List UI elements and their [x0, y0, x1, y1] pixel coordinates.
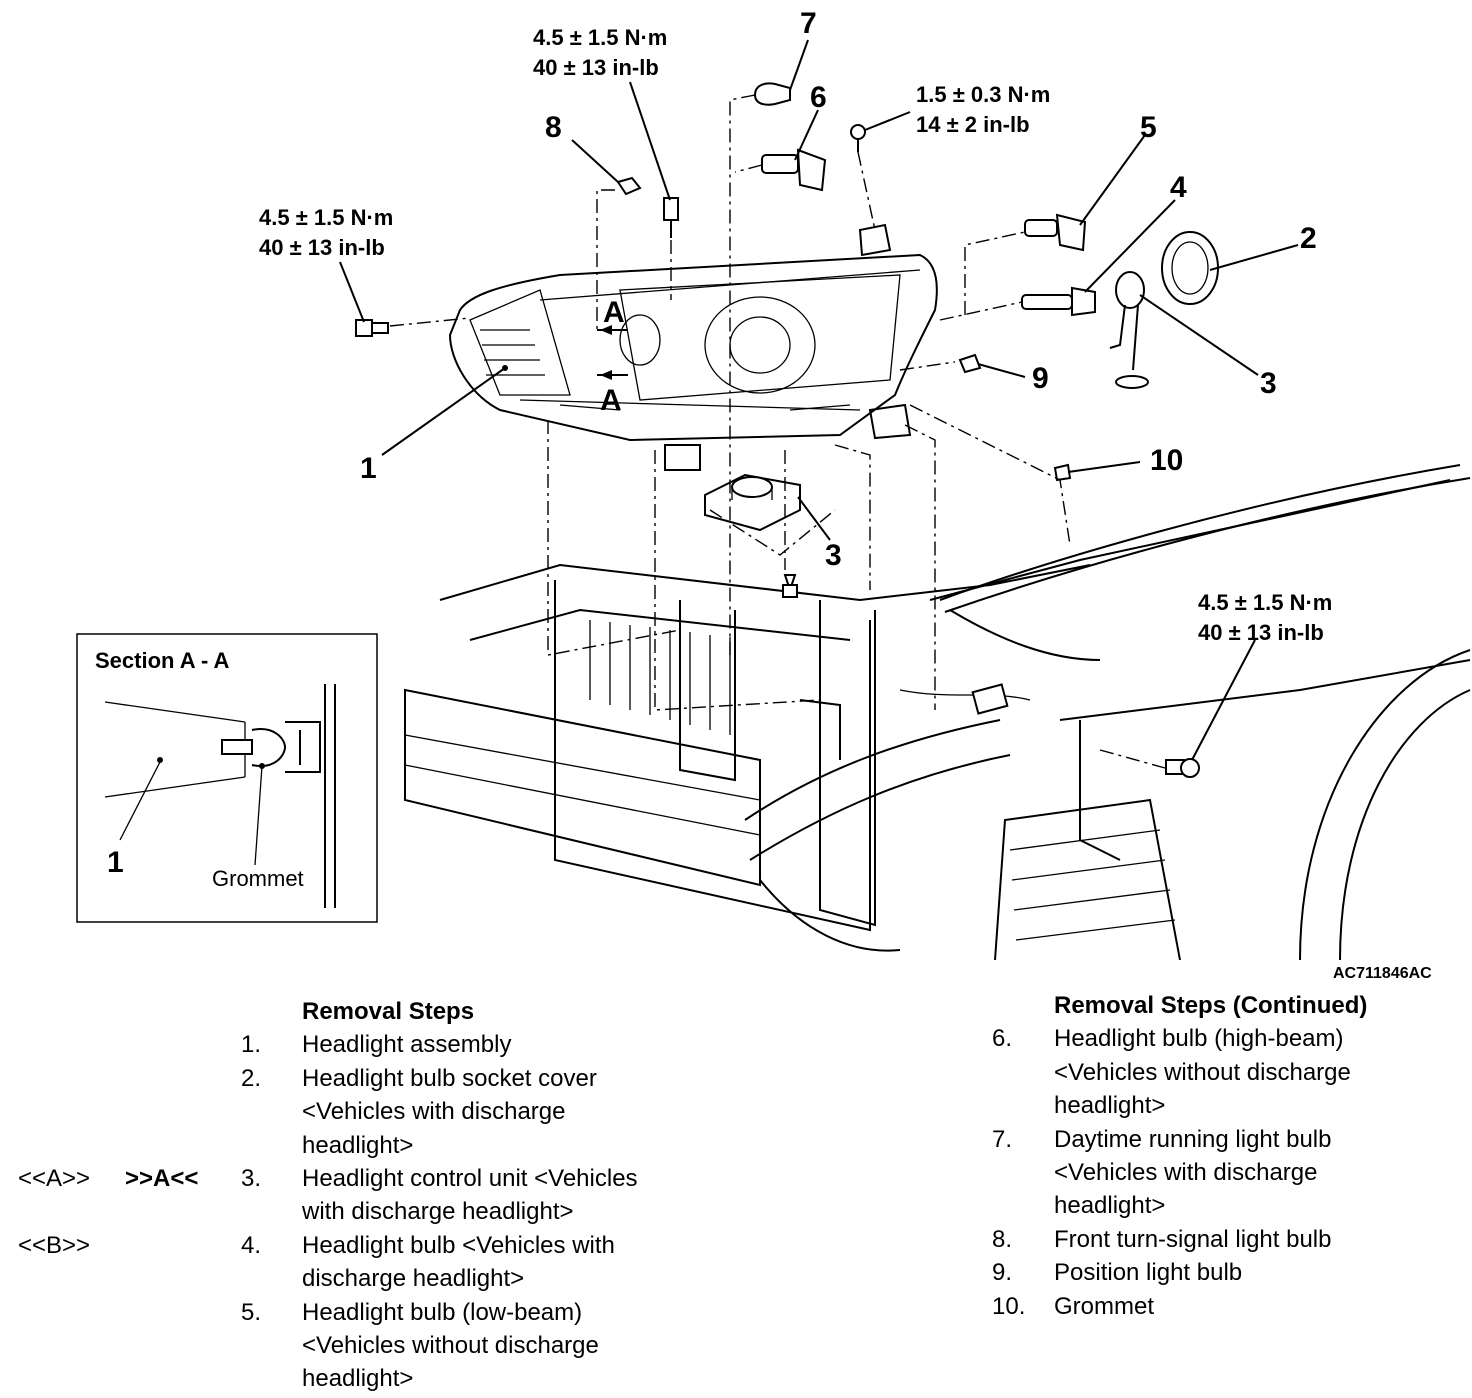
svg-text:4.5 ± 1.5 N·m: 4.5 ± 1.5 N·m — [533, 25, 667, 50]
vehicle-body-structure — [404, 464, 1471, 961]
step-text: <Vehicles without discharge — [1054, 1058, 1351, 1086]
step-text: <Vehicles with discharge — [302, 1098, 566, 1126]
high-beam-bulb-6 — [761, 148, 827, 192]
torque-label-left: 4.5 ± 1.5 N·m 40 ± 13 in-lb — [259, 205, 393, 260]
svg-text:14 ± 2 in-lb: 14 ± 2 in-lb — [916, 112, 1030, 137]
step-text: Headlight bulb socket cover — [302, 1064, 597, 1092]
grommet-10 — [1053, 463, 1072, 482]
callout-10: 10 — [1150, 444, 1183, 477]
callout-9: 9 — [1032, 362, 1049, 395]
bolt-top-left — [663, 197, 679, 238]
svg-text:40 ± 13 in-lb: 40 ± 13 in-lb — [533, 55, 659, 80]
step-10: 10. Grommet — [992, 1290, 1462, 1323]
callout-3-lower: 3 — [825, 539, 842, 572]
torque-label-top-center: 4.5 ± 1.5 N·m 40 ± 13 in-lb — [533, 25, 667, 80]
step-text: <Vehicles without discharge — [302, 1332, 599, 1360]
step-text: Headlight bulb (high-beam) — [1054, 1025, 1344, 1053]
step-number: 2. — [241, 1064, 262, 1092]
callout-6: 6 — [810, 81, 827, 114]
step-number: 10. — [992, 1292, 1026, 1320]
headlight-control-unit-lower — [704, 473, 801, 532]
step-number: 7. — [992, 1125, 1013, 1153]
step-text: discharge headlight> — [302, 1265, 525, 1293]
step-text: Daytime running light bulb — [1054, 1125, 1332, 1153]
step-5: 5. Headlight bulb (low-beam) <Vehicles w… — [0, 1296, 720, 1396]
step-text: Grommet — [1054, 1292, 1155, 1320]
removal-steps-heading: Removal Steps — [302, 998, 475, 1025]
svg-text:40 ± 13 in-lb: 40 ± 13 in-lb — [259, 235, 385, 260]
step-text: Position light bulb — [1054, 1259, 1243, 1287]
step-2: 2. Headlight bulb socket cover <Vehicles… — [0, 1062, 720, 1162]
callout-4: 4 — [1170, 171, 1187, 204]
step-number: 6. — [992, 1025, 1013, 1053]
step-9: 9. Position light bulb — [992, 1256, 1462, 1289]
fender-bolt — [1165, 758, 1200, 778]
section-title: Section A - A — [95, 648, 230, 673]
removal-steps-left: Removal Steps 1. Headlight assembly 2. H… — [0, 995, 720, 1396]
step-text: <Vehicles with discharge — [1054, 1159, 1318, 1187]
leader-lines — [339, 39, 1299, 761]
removal-steps-right: Removal Steps (Continued) 6. Headlight b… — [992, 989, 1462, 1323]
step-8: 8. Front turn-signal light bulb — [992, 1223, 1462, 1256]
callout-3-upper: 3 — [1260, 367, 1277, 400]
turn-signal-bulb-8 — [616, 176, 642, 196]
step-number: 1. — [241, 1031, 262, 1059]
step-1: 1. Headlight assembly — [0, 1028, 720, 1061]
position-bulb-9 — [958, 353, 982, 374]
figure-id: AC711846AC — [1333, 965, 1432, 982]
section-a-a-inset: Section A - A 1 Grommet — [76, 633, 378, 923]
low-beam-bulb-5 — [1024, 213, 1087, 252]
callout-1: 1 — [360, 452, 377, 485]
step-3: <<A>> >>A<< 3. Headlight control unit <V… — [0, 1162, 720, 1229]
bolt-left — [355, 319, 389, 337]
socket-cover-2 — [1161, 231, 1219, 305]
headlight-assembly — [448, 223, 938, 471]
section-marker-a-top: A — [603, 296, 625, 329]
step-number: 8. — [992, 1225, 1013, 1253]
screw-top-right — [850, 124, 866, 152]
control-unit-screw — [782, 574, 798, 598]
removal-steps-continued-heading: Removal Steps (Continued) — [1054, 992, 1368, 1019]
step-text: headlight> — [302, 1131, 414, 1159]
svg-text:4.5 ± 1.5 N·m: 4.5 ± 1.5 N·m — [259, 205, 393, 230]
step-text: headlight> — [1054, 1192, 1166, 1220]
step-text: headlight> — [1054, 1092, 1166, 1120]
callout-2: 2 — [1300, 222, 1317, 255]
discharge-bulb-4 — [1021, 286, 1096, 317]
svg-text:4.5 ± 1.5 N·m: 4.5 ± 1.5 N·m — [1198, 590, 1332, 615]
step-text: Headlight bulb (low-beam) — [302, 1298, 583, 1326]
section-marker-a-bottom: A — [600, 384, 622, 417]
control-unit-3-upper — [1109, 271, 1149, 389]
torque-label-fender: 4.5 ± 1.5 N·m 40 ± 13 in-lb — [1198, 590, 1332, 645]
section-callout-1: 1 — [107, 846, 124, 879]
service-mark: >>A<< — [125, 1165, 199, 1193]
service-mark: <<B>> — [18, 1231, 91, 1259]
callout-7: 7 — [800, 7, 817, 40]
step-text: Headlight assembly — [302, 1031, 512, 1059]
grommet-label: Grommet — [212, 866, 304, 891]
step-6: 6. Headlight bulb (high-beam) <Vehicles … — [992, 1022, 1462, 1122]
step-text: headlight> — [302, 1365, 414, 1393]
step-text: with discharge headlight> — [302, 1198, 574, 1226]
callout-8: 8 — [545, 111, 562, 144]
step-number: 4. — [241, 1231, 262, 1259]
callout-5: 5 — [1140, 111, 1157, 144]
svg-text:40 ± 13 in-lb: 40 ± 13 in-lb — [1198, 620, 1324, 645]
torque-label-top-right: 1.5 ± 0.3 N·m 14 ± 2 in-lb — [916, 82, 1050, 137]
step-7: 7. Daytime running light bulb <Vehicles … — [992, 1123, 1462, 1223]
step-number: 9. — [992, 1259, 1013, 1287]
step-text: Headlight control unit <Vehicles — [302, 1165, 638, 1193]
step-text: Headlight bulb <Vehicles with — [302, 1231, 615, 1259]
service-mark: <<A>> — [18, 1165, 91, 1193]
assembly-lines — [389, 94, 1071, 711]
step-number: 5. — [241, 1298, 262, 1326]
step-number: 3. — [241, 1165, 262, 1193]
drl-bulb-7 — [753, 82, 791, 106]
section-a-markers — [597, 325, 628, 380]
svg-text:1.5 ± 0.3 N·m: 1.5 ± 0.3 N·m — [916, 82, 1050, 107]
step-text: Front turn-signal light bulb — [1054, 1225, 1332, 1253]
step-4: <<B>> 4. Headlight bulb <Vehicles with d… — [0, 1229, 720, 1296]
exploded-view-diagram: 1 2 3 3 4 5 6 7 8 9 10 A A 4.5 ± 1.5 N·m… — [76, 7, 1471, 982]
